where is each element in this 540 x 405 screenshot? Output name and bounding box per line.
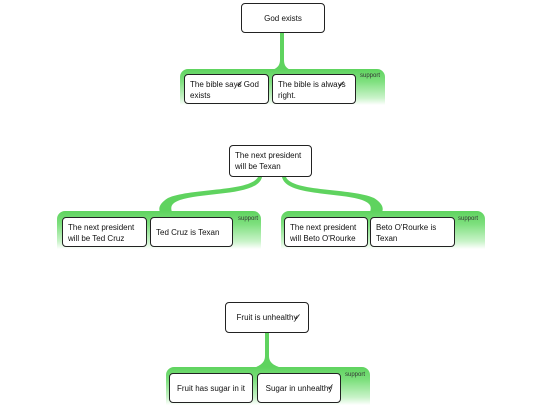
- claim-text: The next president will be Texan: [235, 151, 302, 171]
- connector-fruit: [254, 333, 282, 368]
- premise-node-fruit-sugar[interactable]: Fruit has sugar in it: [169, 373, 253, 403]
- checkmark-icon: ✓: [338, 79, 346, 89]
- premise-node-president-ted-cruz[interactable]: The next president will be Ted Cruz: [62, 217, 147, 247]
- premise-text: The next president will Beto O'Rourke: [290, 223, 357, 243]
- premise-text: The next president will be Ted Cruz: [68, 223, 135, 243]
- connector-texan-right: [282, 177, 383, 212]
- support-group-label: support: [238, 216, 259, 222]
- premise-node-beto-texan[interactable]: Beto O'Rourke is Texan: [370, 217, 455, 247]
- premise-text: The bible says God exists: [190, 80, 259, 100]
- claim-text: God exists: [264, 13, 302, 23]
- support-group-label: support: [360, 73, 381, 79]
- claim-node-fruit-unhealthy[interactable]: Fruit is unhealthy ✓: [225, 302, 309, 333]
- connector-texan-left: [159, 177, 262, 212]
- checkmark-icon: ✓: [294, 312, 302, 322]
- support-group-label: support: [345, 372, 366, 378]
- premise-text: The bible is always right.: [278, 80, 346, 100]
- claim-node-god-exists[interactable]: God exists: [241, 3, 325, 33]
- connector-god-exists: [266, 33, 298, 72]
- premise-node-bible-right[interactable]: The bible is always right. ✓: [272, 74, 356, 104]
- claim-node-next-president-texan[interactable]: The next president will be Texan: [229, 145, 312, 177]
- support-group-label: support: [458, 216, 479, 222]
- checkmark-icon: ✓: [236, 79, 244, 89]
- premise-node-bible-says[interactable]: The bible says God exists ✓: [184, 74, 269, 104]
- checkmark-icon: ✓: [327, 382, 335, 392]
- premise-node-president-beto[interactable]: The next president will Beto O'Rourke: [284, 217, 368, 247]
- premise-text: Fruit has sugar in it: [176, 383, 246, 393]
- premise-text: Sugar in unhealthy: [265, 383, 333, 393]
- claim-text: Fruit is unhealthy: [236, 313, 298, 322]
- premise-node-sugar-unhealthy[interactable]: Sugar in unhealthy ✓: [257, 373, 341, 403]
- premise-node-ted-cruz-texan[interactable]: Ted Cruz is Texan: [150, 217, 233, 247]
- premise-text: Beto O'Rourke is Texan: [376, 223, 437, 243]
- premise-text: Ted Cruz is Texan: [156, 227, 220, 237]
